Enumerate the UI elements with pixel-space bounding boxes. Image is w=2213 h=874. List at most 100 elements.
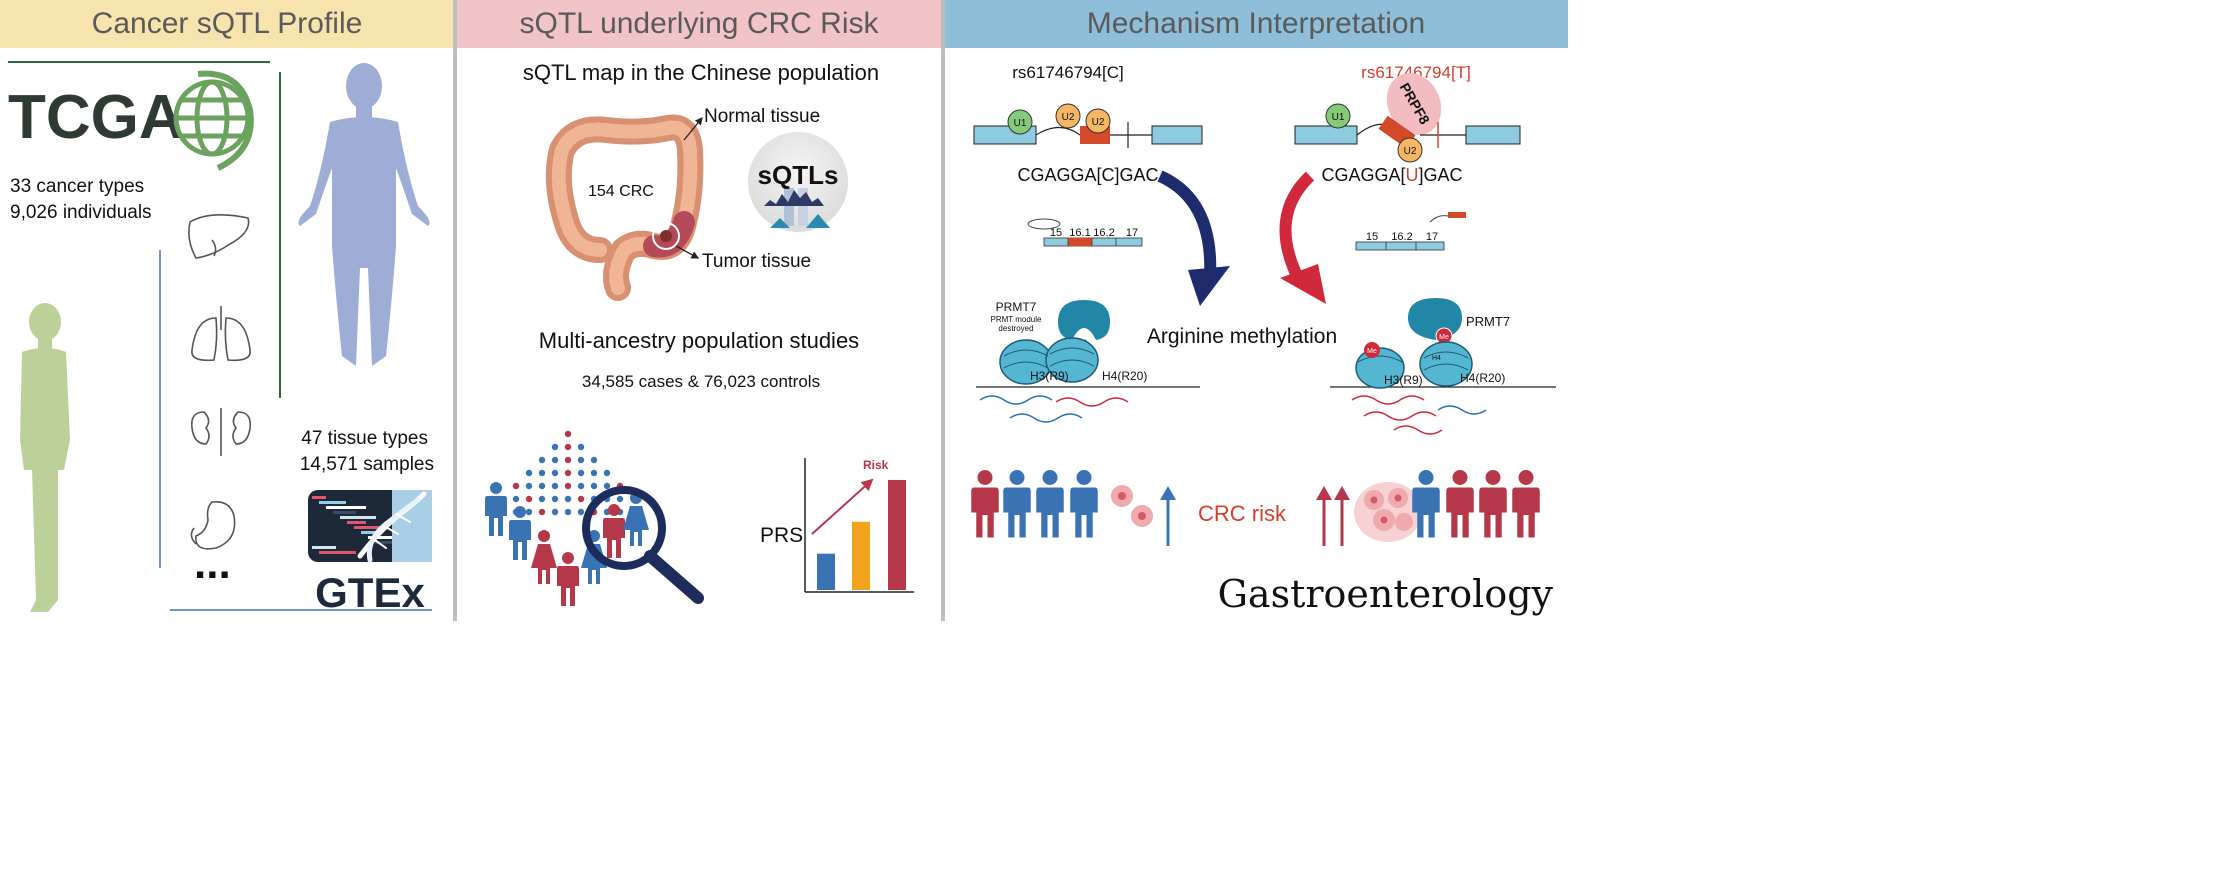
heatmap-stripe [333,511,356,514]
h3-label-c: H3(R9) [1030,369,1069,383]
population-dot [564,443,572,451]
population-dot [564,430,572,438]
gtex-stat-samples: 14,571 samples [300,454,434,475]
risk-row-left-people [971,470,1098,538]
population-dot [577,456,585,464]
heatmap-stripe [354,526,386,529]
heatmap-stripe [326,506,366,509]
population-dot [512,495,520,503]
crc-risk-label: CRC risk [1198,501,1287,526]
population-dot [616,495,624,503]
tumor-cells-left [1111,485,1153,527]
allele-t-label: rs61746794[T] [1361,63,1471,82]
population-dot [538,469,546,477]
prmt-note-1: PRMT module [991,315,1043,324]
me-label-top: Me [1439,334,1449,341]
panel2-header-bg [457,0,941,48]
population-dot [525,469,533,477]
human-figure-blue [298,63,430,366]
u2-label-t: U2 [1404,146,1417,157]
prmt7-label-c: PRMT7 [996,300,1037,314]
risk-up-arrow-blue [1160,486,1176,546]
population-dot [590,469,598,477]
liver-icon [188,214,250,259]
heatmap-stripe [319,501,346,504]
sequence-c: CGAGGA[C]GAC [1017,165,1158,185]
organ-ellipsis: ... [194,539,231,588]
u1-label-c: U1 [1014,118,1027,129]
exon-c-16-1: 16.1 [1069,227,1090,239]
divider-1 [453,0,457,621]
population-dot [577,443,585,451]
u2-label-c2: U2 [1092,117,1105,128]
population-dot [551,482,559,490]
population-dot [564,508,572,516]
population-dot [564,469,572,477]
stomach-icon [190,500,236,550]
population-dot [564,456,572,464]
lungs-icon [191,306,251,362]
panel3-header: Mechanism Interpretation [1087,7,1426,40]
magnifier-icon [582,486,704,604]
population-dot [525,495,533,503]
navy-curved-arrow [1157,170,1230,306]
population-dot [603,482,611,490]
h3-label-t: H3(R9) [1384,373,1423,387]
h4-label-t: H4(R20) [1460,371,1505,385]
exon-c-17: 17 [1126,227,1138,239]
globe-icon [173,70,254,171]
population-dot [577,469,585,477]
population-dot [525,482,533,490]
allele-c-label: rs61746794[C] [1012,63,1124,82]
population-dot [603,469,611,477]
h4-small-label: H4 [1432,355,1441,362]
population-dot [538,508,546,516]
heatmap-stripe [368,536,396,539]
divider-2 [941,0,945,621]
population-dot [577,508,585,516]
population-dot [551,469,559,477]
chromatin-t: PRMT7 Me Me H4 H3(R9) H4(R20) [1330,298,1556,435]
heatmap-stripe [312,496,326,499]
me-label-left: Me [1367,348,1377,355]
graphical-abstract: Cancer sQTL Profile sQTL underlying CRC … [0,0,1568,621]
multi-ancestry-counts: 34,585 cases & 76,023 controls [582,372,820,391]
exon-t-17: 17 [1426,231,1438,243]
exon-bar-t: 15 16.2 17 [1355,212,1466,251]
prmt-note-2: destroyed [998,324,1033,333]
population-dot [538,482,546,490]
heatmap-stripe [340,516,376,519]
gtex-logo: GTEx [315,569,425,616]
risk-up-arrows-red [1316,486,1350,546]
population-dot [577,495,585,503]
multi-ancestry-title: Multi-ancestry population studies [539,328,859,353]
population-dot [538,456,546,464]
population-dot [551,456,559,464]
normal-tissue-pointer [683,116,703,141]
prs-chart: Risk PRS [760,458,914,593]
panel1-header: Cancer sQTL Profile [92,7,363,40]
heatmap-stripe [312,546,336,549]
human-figure-green [20,303,70,612]
dna-icon [357,491,427,563]
population-dot [590,456,598,464]
splicing-diagram-t: U1 U2 PRPF8 [1294,72,1521,163]
population-dot [538,495,546,503]
crimson-curved-arrow [1279,171,1326,304]
prs-bar [852,521,870,590]
figure-canvas: Cancer sQTL Profile sQTL underlying CRC … [0,0,1568,621]
heatmap-stripe [361,531,376,534]
exon-t-15: 15 [1366,231,1378,243]
exon-c-15: 15 [1050,227,1062,239]
exon-c-16-2: 16.2 [1093,227,1114,239]
panel3-header-bg [945,0,1568,48]
prs-bar [817,553,835,590]
population-dot [512,482,520,490]
u1-label-t: U1 [1332,112,1345,123]
u2-label-c1: U2 [1062,112,1075,123]
exon-t-16-2: 16.2 [1391,231,1412,243]
sqtl-badge-label: sQTLs [758,160,839,190]
population-dot [525,508,533,516]
population-dot [551,508,559,516]
population-dot [551,443,559,451]
